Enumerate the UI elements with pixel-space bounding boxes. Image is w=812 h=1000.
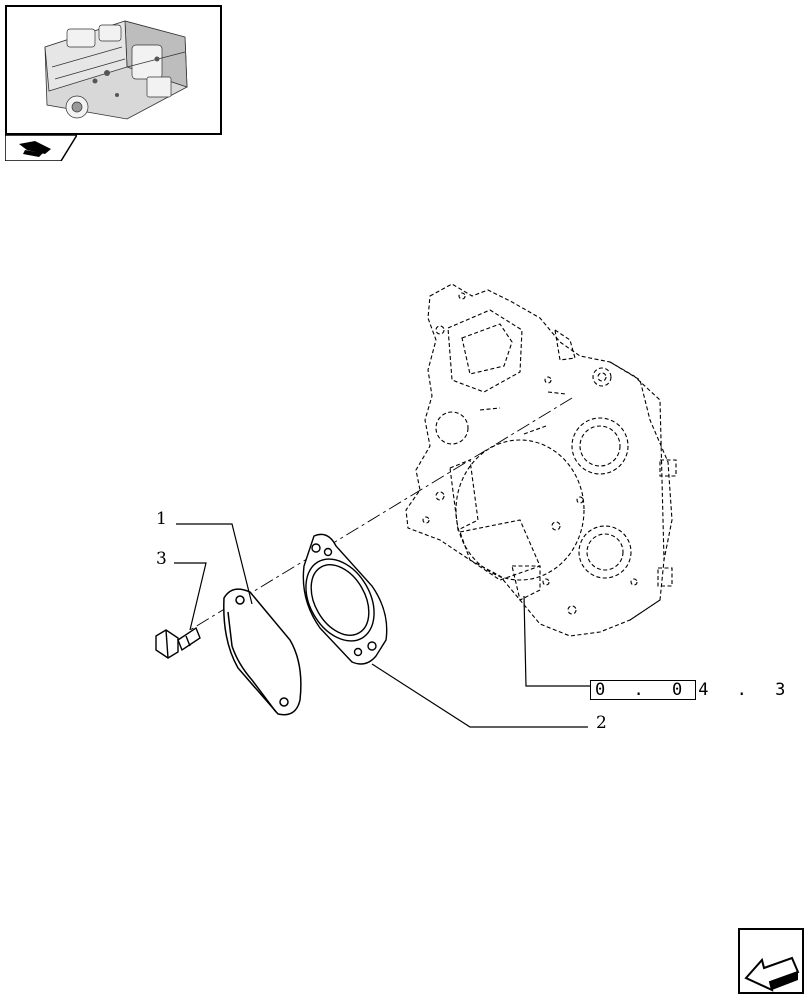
- leader-line-2: [371, 663, 588, 728]
- engine-thumbnail-frame: [5, 5, 222, 135]
- gasket: [302, 533, 388, 665]
- timing-gear-housing: [405, 283, 677, 637]
- book-hand-icon[interactable]: [5, 135, 77, 161]
- cover-plate: [223, 588, 302, 716]
- next-page-arrow-icon[interactable]: [738, 928, 804, 994]
- callout-2: 2: [596, 713, 607, 733]
- leader-line-1: [176, 523, 253, 605]
- reference-boxed-part: 0 . 0: [590, 680, 697, 700]
- leader-line-3: [174, 562, 207, 631]
- reference-number[interactable]: 0 . 0 4 . 3: [590, 679, 794, 701]
- leader-line-ref: [523, 595, 590, 687]
- bolt: [155, 626, 201, 659]
- callout-3: 3: [156, 549, 167, 569]
- engine-thumbnail-icon: [44, 20, 188, 120]
- reference-rest-part: 4 . 3: [698, 680, 795, 700]
- callout-1: 1: [156, 509, 167, 529]
